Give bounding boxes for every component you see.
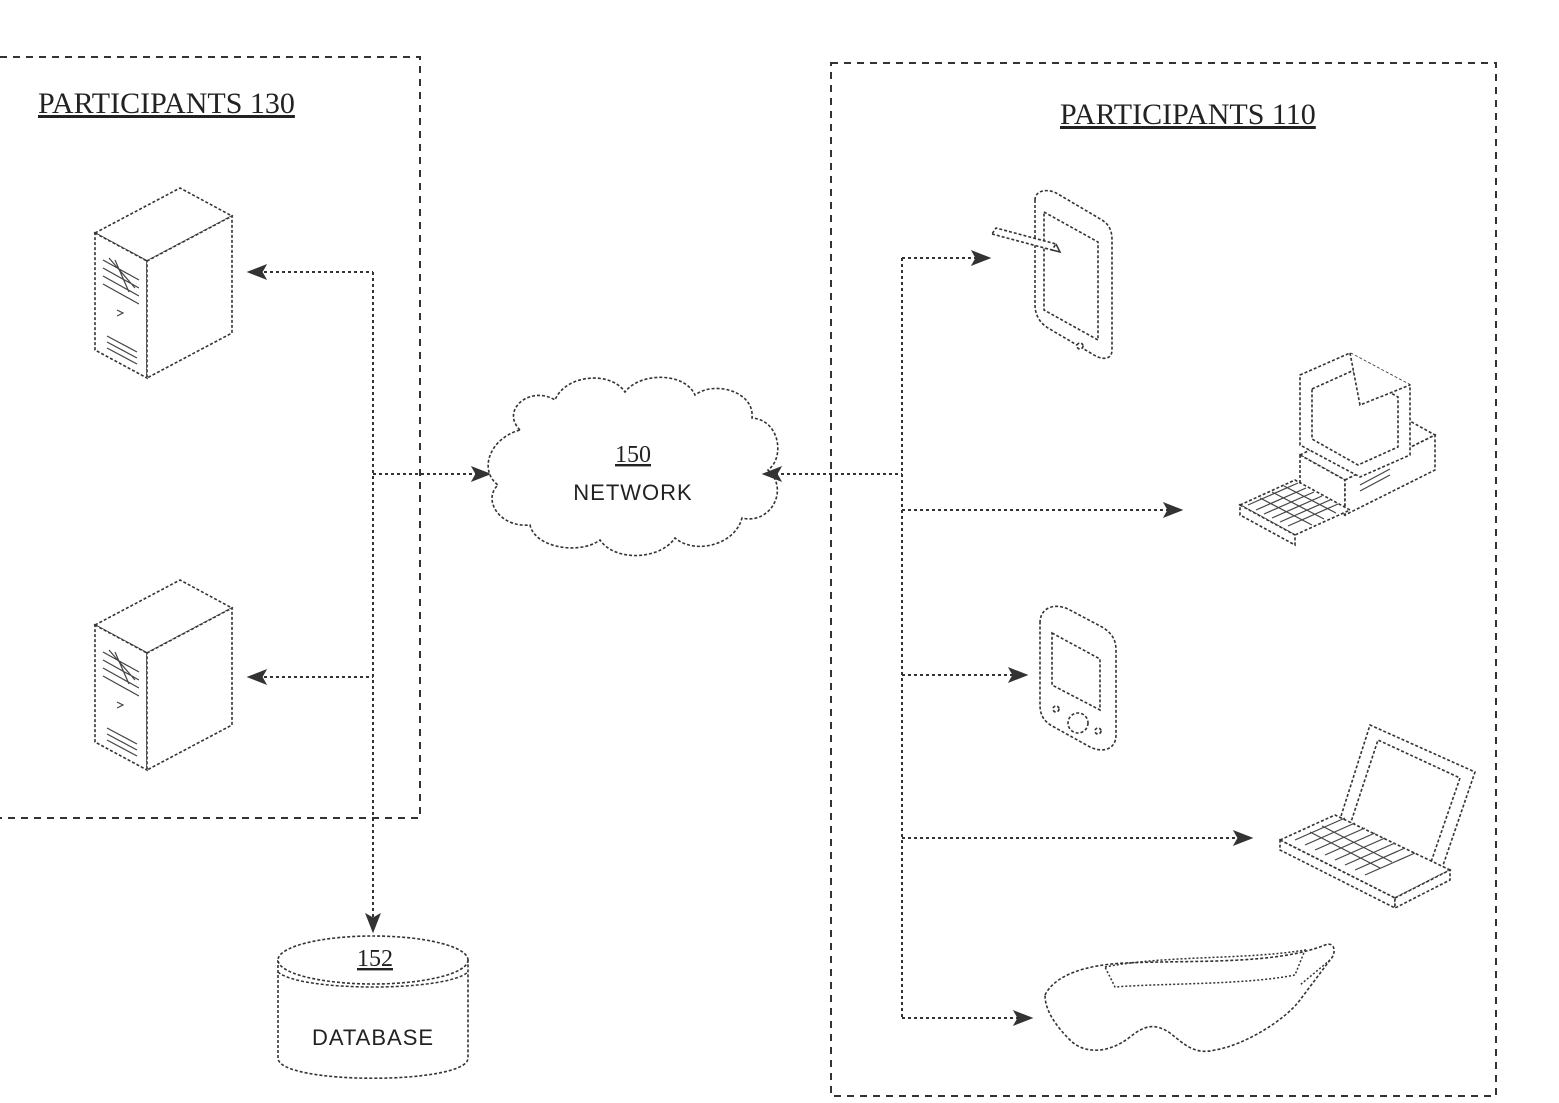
laptop-icon	[1280, 725, 1475, 908]
participants-110-title: PARTICIPANTS 110	[1060, 98, 1316, 131]
server-icon	[95, 580, 232, 770]
left-connectors	[248, 265, 490, 932]
network-label: NETWORK	[573, 480, 692, 505]
database-ref: 152	[357, 946, 393, 972]
arrow-to-server-2	[248, 670, 266, 684]
database-cylinder: 152 DATABASE	[278, 936, 468, 1078]
tablet-with-stylus-icon	[992, 191, 1112, 359]
network-cloud: 150 NETWORK	[488, 377, 778, 555]
pda-icon	[1040, 606, 1116, 750]
network-ref: 150	[615, 442, 651, 468]
arrow-to-server-1	[248, 265, 266, 279]
right-connectors	[763, 251, 1252, 1025]
database-label: DATABASE	[312, 1025, 434, 1050]
desktop-computer-icon	[1240, 353, 1435, 545]
server-icon	[95, 188, 232, 378]
participants-110-group: PARTICIPANTS 110	[831, 63, 1496, 1096]
participants-110-boundary	[831, 63, 1496, 1096]
vr-goggles-icon	[1045, 944, 1334, 1051]
arrow-to-network-left	[472, 467, 490, 481]
arrow-to-laptop	[1234, 831, 1252, 845]
participants-130-title: PARTICIPANTS 130	[38, 87, 295, 120]
